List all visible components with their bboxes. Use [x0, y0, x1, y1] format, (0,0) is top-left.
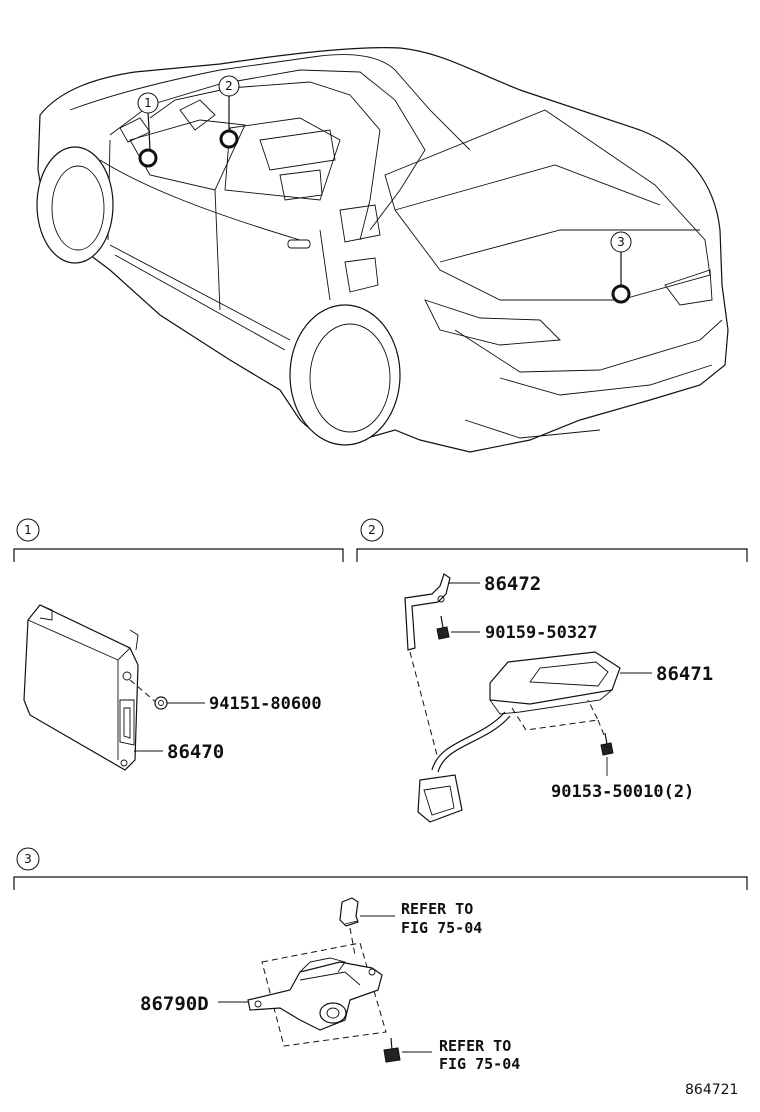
ref-label-top-line1: REFER TO [401, 900, 473, 918]
control-module-86470 [23, 604, 159, 771]
ref-label-bottom-line2: FIG 75-04 [439, 1055, 520, 1073]
car-illustration [36, 47, 729, 453]
part-label-94151-80600: 94151-80600 [209, 694, 322, 714]
part-label-90153-50010: 90153-50010(2) [551, 782, 694, 802]
location-marker-2-number: 2 [225, 79, 233, 93]
ref-label-bottom-line1: REFER TO [439, 1037, 511, 1055]
unit-86471: 86471 [417, 651, 713, 823]
part-label-86470: 86470 [167, 741, 224, 763]
section-1: 1 94151-80600 86470 [13, 518, 344, 771]
clip-top: REFER TO FIG 75-04 [339, 897, 482, 956]
location-marker-2: 2 [218, 75, 240, 149]
screw-90153-50010: 90153-50010(2) [551, 732, 694, 802]
section-2: 2 86472 90159-50327 86471 [356, 518, 748, 823]
section-3-number: 3 [24, 852, 32, 866]
camera-86790D: 86790D [140, 942, 387, 1047]
ref-label-top-line2: FIG 75-04 [401, 919, 482, 937]
bolt-bottom: REFER TO FIG 75-04 [383, 1037, 520, 1073]
section-1-number: 1 [24, 523, 32, 537]
section-2-number: 2 [368, 523, 376, 537]
part-label-86790D: 86790D [140, 993, 209, 1015]
section-3: 3 REFER TO FIG 75-04 86790D [13, 847, 748, 1073]
part-label-86471: 86471 [656, 663, 713, 685]
part-label-90159-50327: 90159-50327 [485, 623, 598, 643]
sensor-86472: 86472 [404, 573, 541, 756]
screw-90159-50327: 90159-50327 [436, 615, 598, 643]
location-marker-3: 3 [610, 231, 632, 304]
location-marker-1: 1 [137, 92, 159, 168]
nut-94151-80600: 94151-80600 [154, 694, 322, 714]
figure-number: 864721 [685, 1082, 738, 1098]
part-label-86472: 86472 [484, 573, 541, 595]
location-marker-3-number: 3 [617, 235, 625, 249]
leader-86470: 86470 [134, 741, 224, 763]
location-marker-1-number: 1 [144, 96, 152, 110]
